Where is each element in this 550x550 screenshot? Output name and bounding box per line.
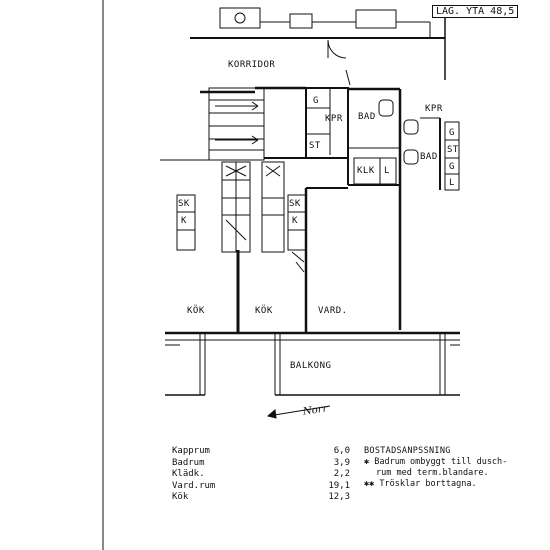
fixture-label-st-2: ST xyxy=(447,145,459,155)
top-fixture-circle xyxy=(234,12,246,24)
area-value: 6,0 xyxy=(333,446,350,456)
fixture-label-st: ST xyxy=(309,141,321,151)
room-label-kladkammare: KLK xyxy=(357,166,375,176)
notes-line: ✱ Badrum ombyggt till dusch- xyxy=(364,457,508,467)
room-label-bad-2: BAD xyxy=(420,152,438,162)
area-row: Kök 12,3 xyxy=(172,492,350,504)
area-value: 3,9 xyxy=(333,457,350,468)
fixture-label-k: K xyxy=(181,216,187,226)
area-name: Kapprum xyxy=(172,446,210,456)
area-table: Kapprum 6,0 Badrum 3,9 Klädk. 2,2 Vard.rum 1… xyxy=(172,446,350,504)
area-name: Klädk. xyxy=(172,469,205,479)
adaptation-notes: BOSTADSANPSSNING ✱ Badrum ombyggt till d… xyxy=(364,446,507,490)
room-label-kapprum-2: KPR xyxy=(425,104,443,114)
area-value: 2,2 xyxy=(333,469,350,479)
notes-line: ✱✱ Trösklar borttagna. xyxy=(364,479,477,489)
room-label-bad: BAD xyxy=(358,112,376,122)
room-label-korridor: KORRIDOR xyxy=(228,60,276,70)
fixture-label-sk: SK xyxy=(178,199,190,209)
area-row: Klädk. 2,2 xyxy=(172,469,350,481)
fixture-label-g: G xyxy=(313,96,319,106)
area-value: 12,3 xyxy=(328,492,350,502)
room-label-balkong: BALKONG xyxy=(290,361,332,371)
area-row: Vard.rum 19,1 xyxy=(172,481,350,493)
area-name: Vard.rum xyxy=(172,480,216,491)
north-arrow-icon xyxy=(267,405,331,417)
area-row: Badrum 3,9 xyxy=(172,458,350,470)
notes-title: BOSTADSANPSSNING xyxy=(364,446,451,456)
room-label-vardagsrum: VARD. xyxy=(318,306,348,316)
area-name: Kök xyxy=(172,492,189,502)
area-tag: LÄG. YTA 48,5 xyxy=(432,5,519,18)
fixture-label-sk-2: SK xyxy=(289,199,301,209)
fixture-label-g-3: G xyxy=(449,162,455,172)
area-name: Badrum xyxy=(172,457,205,468)
fixture-label-l: L xyxy=(449,178,455,188)
room-label-kapprum: KPR xyxy=(325,114,343,124)
room-label-kok: KÖK xyxy=(187,306,205,316)
fixture-label-g-2: G xyxy=(449,128,455,138)
fixture-label-k-2: K xyxy=(292,216,298,226)
area-row: Kapprum 6,0 xyxy=(172,446,350,458)
room-label-kok-2: KÖK xyxy=(255,306,273,316)
fixture-label-l-2: L xyxy=(384,166,390,176)
area-value: 19,1 xyxy=(328,480,350,491)
notes-line: rum med term.blandare. xyxy=(376,468,489,478)
